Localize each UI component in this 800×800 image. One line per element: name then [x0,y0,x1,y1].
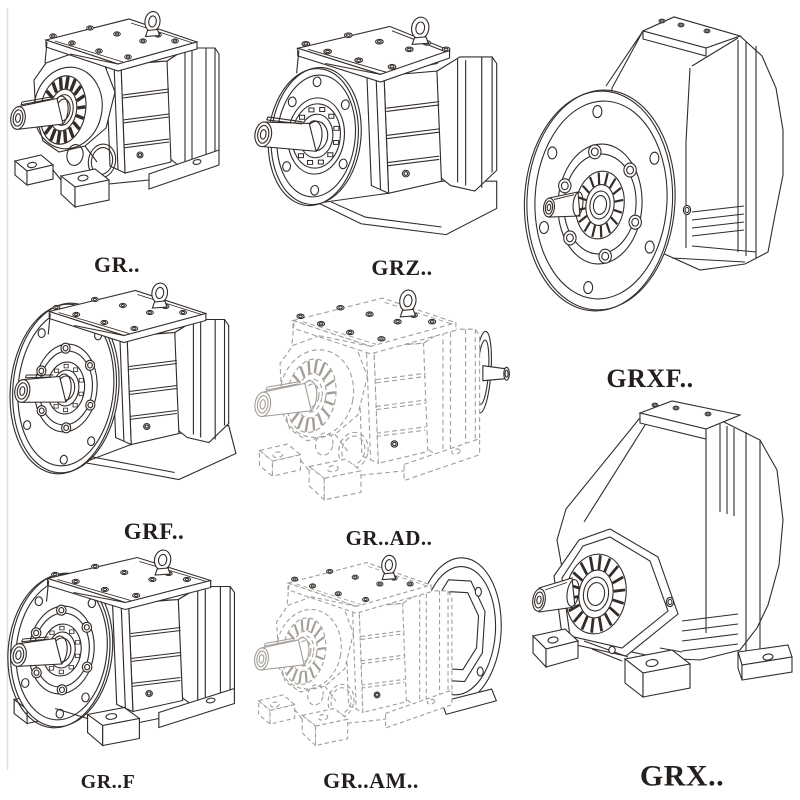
svg-text:GRZ..: GRZ.. [371,255,432,280]
svg-text:GRF..: GRF.. [124,519,184,544]
svg-text:GRXF..: GRXF.. [606,364,693,393]
svg-text:GR..AM..: GR..AM.. [323,768,419,793]
svg-text:GRX..: GRX.. [640,760,724,793]
svg-text:GR..F: GR..F [81,771,136,793]
svg-text:GR..AD..: GR..AD.. [346,526,433,550]
svg-text:GR..: GR.. [94,252,140,277]
